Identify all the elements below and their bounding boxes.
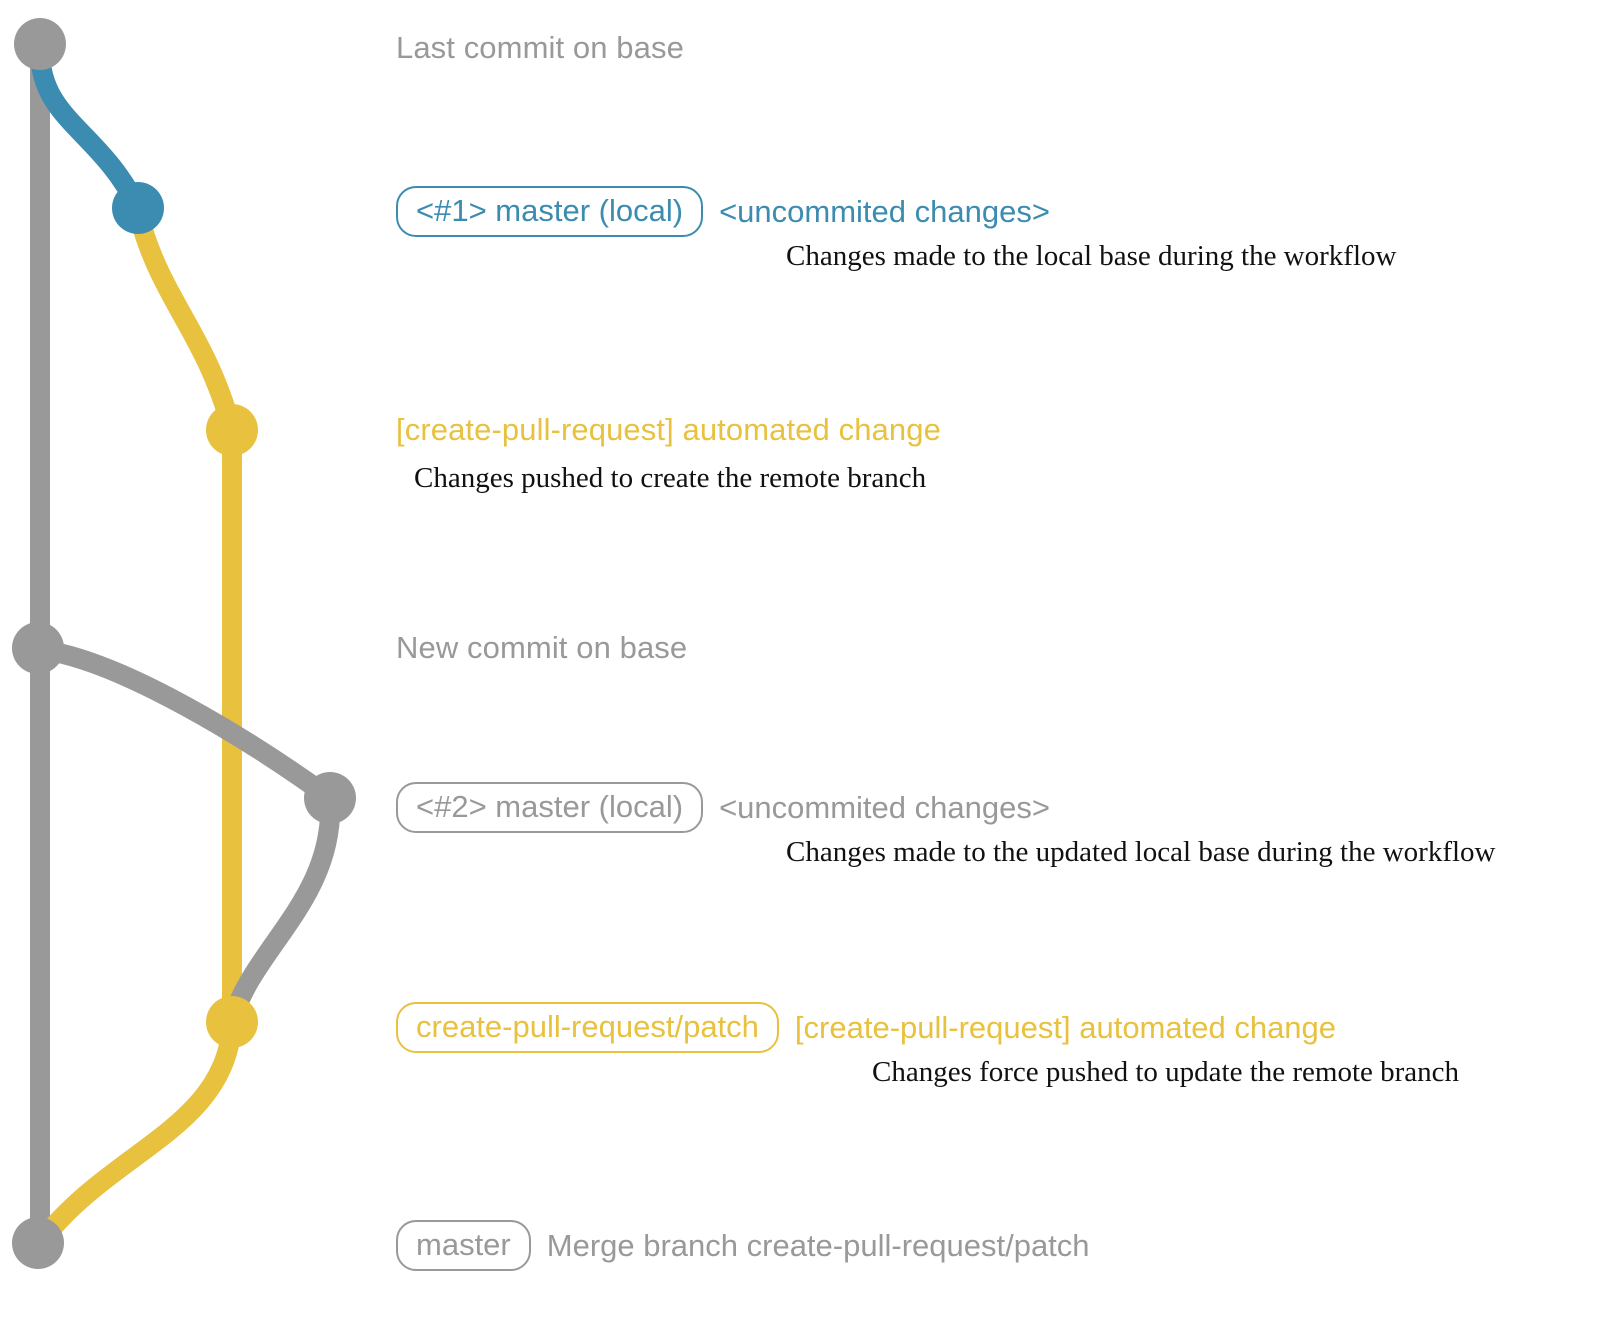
yellow-branch-line-1 bbox=[128, 202, 242, 440]
row-merge-commit: master Merge branch create-pull-request/… bbox=[396, 1220, 1090, 1271]
gray-branch-line-out bbox=[32, 640, 340, 808]
base-head-node[interactable] bbox=[14, 18, 66, 70]
base-new-commit-node[interactable] bbox=[12, 622, 64, 674]
row-new-commit-on-base: New commit on base bbox=[396, 630, 687, 666]
merge-commit-node[interactable] bbox=[12, 1217, 64, 1269]
badge-create-pull-request-patch-label: create-pull-request/patch bbox=[416, 1009, 759, 1044]
last-commit-on-base-label: Last commit on base bbox=[396, 30, 684, 65]
caption-automated-change-1: Changes pushed to create the remote bran… bbox=[414, 462, 927, 494]
badge-master-local-2[interactable]: <#2> master (local) bbox=[396, 782, 704, 833]
new-commit-on-base-label: New commit on base bbox=[396, 630, 688, 665]
yellow-merge-line bbox=[30, 1014, 242, 1253]
caption-master-local-2: Changes made to the updated local base d… bbox=[786, 836, 1496, 868]
badge-master-label: master bbox=[416, 1227, 511, 1262]
patch-commit-node-2[interactable] bbox=[206, 996, 258, 1048]
uncommited-changes-label-1: <uncommited changes> bbox=[719, 193, 1050, 229]
blue-branch-line bbox=[30, 40, 148, 218]
row-master-local-2: <#2> master (local) <uncommited changes> bbox=[396, 782, 1050, 833]
badge-master-local-2-label: <#2> master (local) bbox=[416, 789, 684, 824]
automated-change-label-1: [create-pull-request] automated change bbox=[396, 412, 941, 447]
row-automated-change-2: create-pull-request/patch [create-pull-r… bbox=[396, 1002, 1336, 1053]
badge-master-local-1-label: <#1> master (local) bbox=[416, 193, 684, 228]
local-changes-node-1[interactable] bbox=[112, 182, 164, 234]
row-master-local-1: <#1> master (local) <uncommited changes> bbox=[396, 186, 1050, 237]
gray-branch-line-in bbox=[222, 790, 341, 1032]
badge-master[interactable]: master bbox=[396, 1220, 531, 1271]
automated-change-label-2: [create-pull-request] automated change bbox=[794, 1009, 1337, 1045]
row-automated-change-1: [create-pull-request] automated change bbox=[396, 412, 941, 448]
badge-master-local-1[interactable]: <#1> master (local) bbox=[396, 186, 704, 237]
caption-master-local-1: Changes made to the local base during th… bbox=[786, 240, 1397, 272]
uncommited-changes-label-2: <uncommited changes> bbox=[719, 789, 1050, 825]
local-changes-node-2[interactable] bbox=[304, 772, 356, 824]
merge-commit-label: Merge branch create-pull-request/patch bbox=[546, 1227, 1090, 1263]
row-last-commit-on-base: Last commit on base bbox=[396, 30, 684, 66]
caption-automated-change-2: Changes force pushed to update the remot… bbox=[872, 1056, 1460, 1088]
patch-commit-node-1[interactable] bbox=[206, 404, 258, 456]
badge-create-pull-request-patch[interactable]: create-pull-request/patch bbox=[396, 1002, 779, 1053]
